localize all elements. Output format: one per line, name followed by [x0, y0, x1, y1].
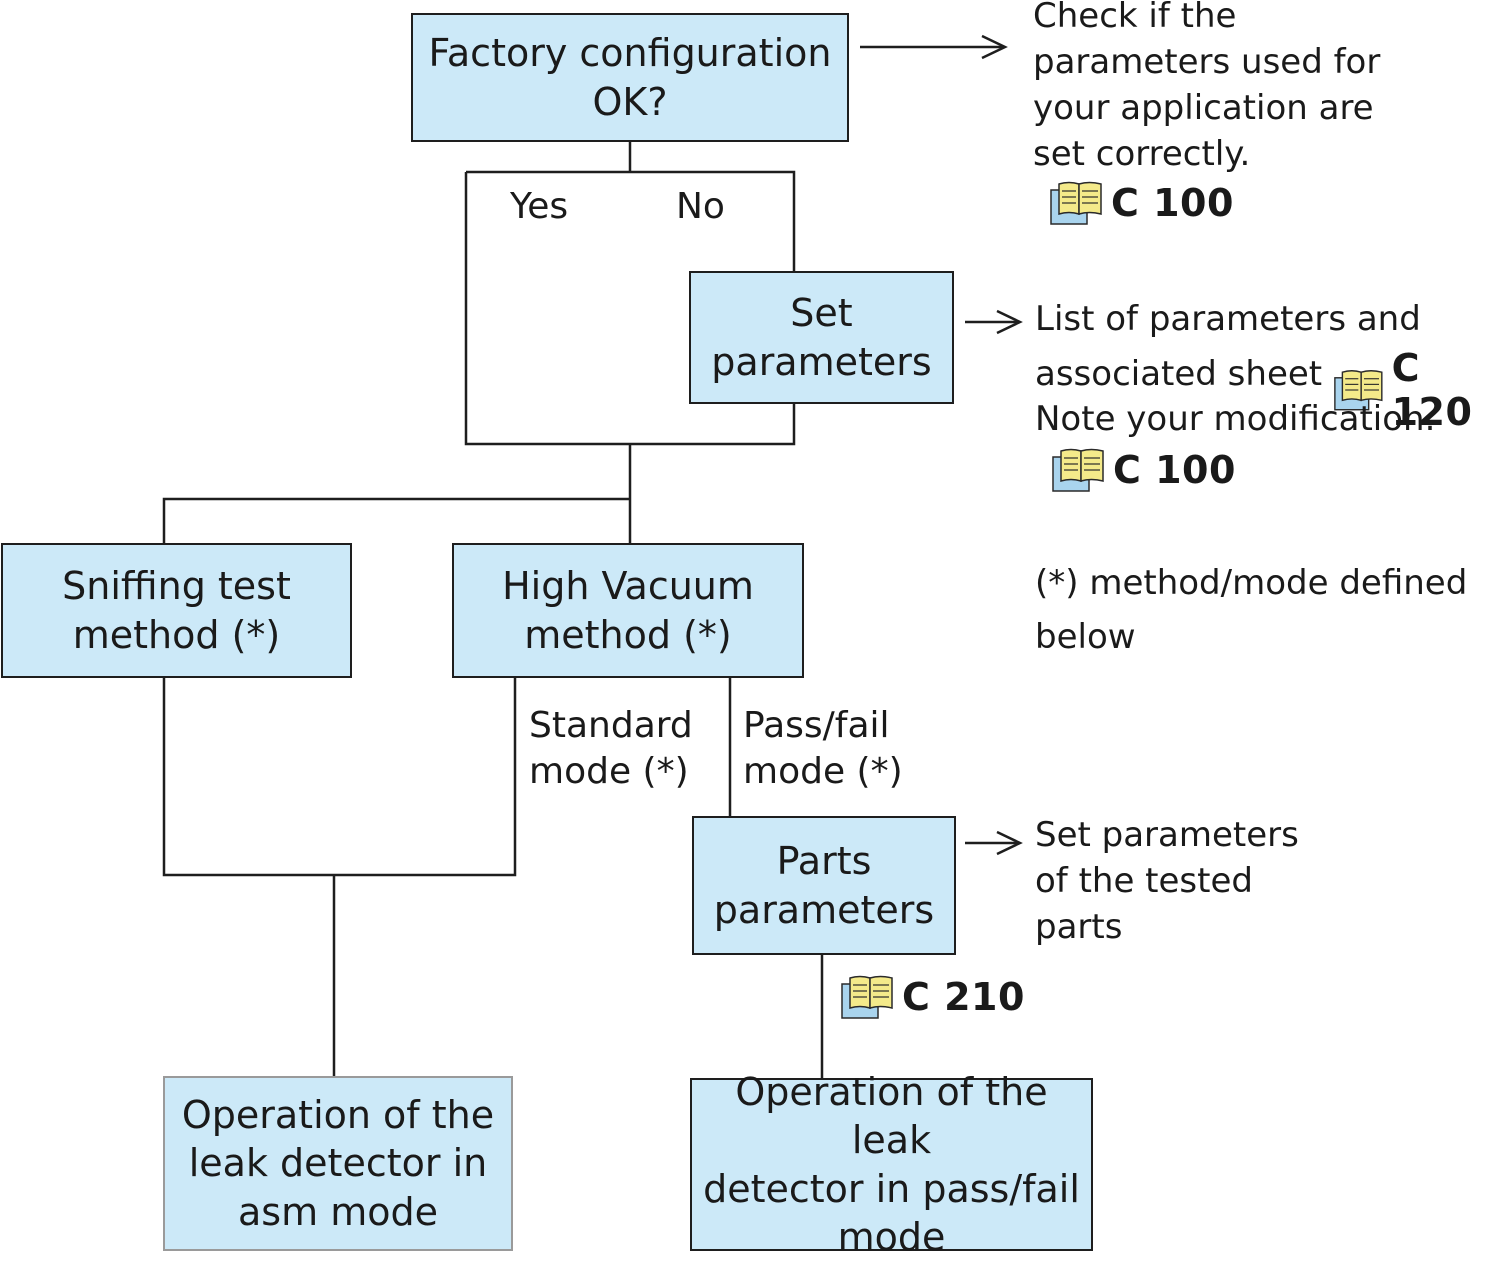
- right-arrow-icon: [965, 309, 1023, 335]
- passfail-mode-label: Pass/fail mode (*): [743, 705, 903, 793]
- associated-sheet-note: associated sheet: [1035, 354, 1323, 394]
- operation-passfail-mode-text: Operation of the leak detector in pass/f…: [703, 1070, 1080, 1259]
- reference-code: C 210: [902, 975, 1025, 1019]
- standard-mode-label: Standard mode (*): [529, 705, 693, 793]
- reference-c100-middle: C 100: [1051, 447, 1236, 493]
- reference-c100-top: C 100: [1049, 180, 1234, 226]
- parts-parameters-box: Parts parameters: [692, 816, 956, 955]
- check-parameters-note: Check if the parameters used for your ap…: [1033, 0, 1381, 174]
- high-vacuum-method-box: High Vacuum method (*): [452, 543, 804, 678]
- connector-sniffing-down: [162, 678, 517, 877]
- yes-no-branch-frame: [466, 170, 796, 272]
- sniffing-test-method-text: Sniffing test method (*): [62, 564, 291, 657]
- reference-c120: C 120: [1333, 346, 1507, 434]
- parts-parameters-text: Parts parameters: [713, 839, 935, 932]
- reference-code: C 100: [1113, 448, 1236, 492]
- open-book-icon: [1334, 370, 1383, 411]
- sniffing-test-method-box: Sniffing test method (*): [1, 543, 352, 678]
- set-parameters-box: Set parameters: [689, 271, 954, 404]
- operation-asm-mode-text: Operation of the leak detector in asm mo…: [181, 1093, 495, 1234]
- yes-label: Yes: [510, 186, 569, 227]
- connector-to-sniffing: [162, 497, 630, 543]
- factory-configuration-box: Factory configuration OK?: [411, 13, 849, 142]
- reference-code: C 120: [1391, 346, 1473, 434]
- no-label: No: [676, 186, 725, 227]
- open-book-icon: [1052, 448, 1104, 492]
- high-vacuum-method-text: High Vacuum method (*): [502, 564, 754, 657]
- set-tested-parts-note: Set parameters of the tested parts: [1035, 815, 1299, 947]
- method-mode-defined-note: (*) method/mode defined below: [1035, 563, 1468, 658]
- right-arrow-icon: [860, 34, 1008, 60]
- factory-configuration-text: Factory configuration OK?: [428, 31, 832, 124]
- operation-asm-mode-box: Operation of the leak detector in asm mo…: [163, 1076, 513, 1251]
- right-arrow-icon: [965, 830, 1023, 856]
- list-of-parameters-note: List of parameters and: [1035, 299, 1421, 339]
- note-modification-note: Note your modification.: [1035, 399, 1436, 439]
- reference-c210: C 210: [840, 974, 1025, 1020]
- set-parameters-text: Set parameters: [711, 291, 932, 384]
- open-book-icon: [841, 975, 893, 1019]
- open-book-icon: [1050, 181, 1102, 225]
- reference-code: C 100: [1111, 181, 1234, 225]
- operation-passfail-mode-box: Operation of the leak detector in pass/f…: [690, 1070, 1093, 1259]
